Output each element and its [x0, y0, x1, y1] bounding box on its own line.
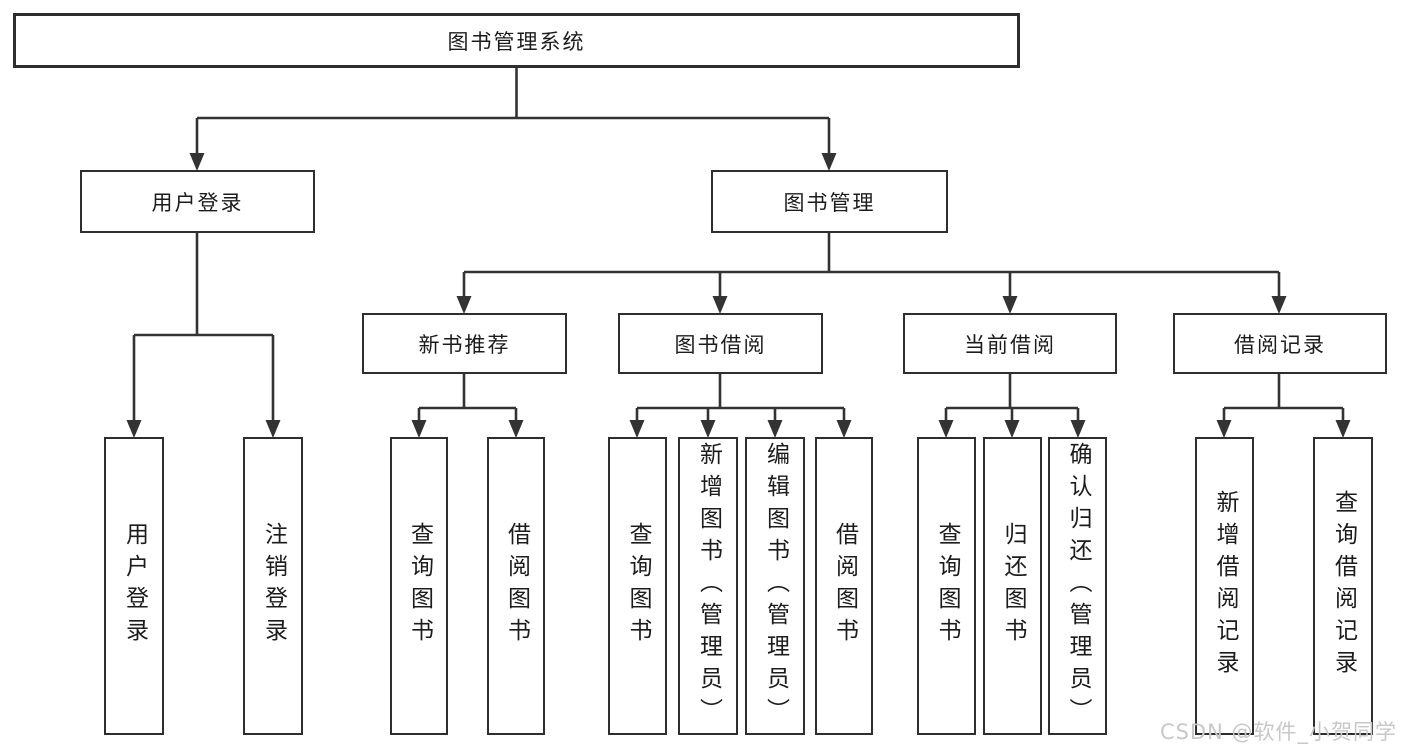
node-current-borrow-label: 当前借阅 [964, 332, 1056, 357]
node-book-borrow-label: 图书借阅 [674, 332, 767, 357]
csdn-watermark: CSDN @软件_小贺同学 [1159, 720, 1397, 744]
leaf-user-login: 用户登录 [104, 437, 164, 735]
leaf-query-books-1: 查询图书 [390, 437, 448, 735]
leaf-borrow-books-1-label: 借阅图书 [503, 522, 530, 650]
leaf-add-borrow-record-label: 新增借阅记录 [1212, 490, 1238, 682]
connector-records-to-leaves [1216, 374, 1351, 438]
connector-login-to-leaves [126, 233, 281, 438]
node-user-login: 用户登录 [80, 170, 315, 233]
node-borrow-records-label: 借阅记录 [1234, 332, 1326, 357]
leaf-query-books-3: 查询图书 [917, 437, 976, 735]
connector-root-to-level2 [189, 68, 837, 171]
leaf-edit-book-admin-label: 编辑图书（管理员） [762, 442, 789, 730]
leaf-confirm-return-admin-label: 确认归还（管理员） [1065, 442, 1091, 730]
leaf-borrow-books-1: 借阅图书 [487, 437, 545, 735]
leaf-add-borrow-record: 新增借阅记录 [1195, 437, 1254, 735]
node-new-book-recommend: 新书推荐 [362, 313, 567, 374]
leaf-query-books-2: 查询图书 [608, 437, 667, 735]
node-root-label: 图书管理系统 [447, 29, 586, 54]
connector-management-to-level3 [456, 233, 1287, 314]
node-book-borrow: 图书借阅 [618, 313, 823, 374]
node-book-management: 图书管理 [711, 170, 948, 233]
leaf-return-book: 归还图书 [983, 437, 1042, 735]
node-new-book-recommend-label: 新书推荐 [418, 332, 511, 357]
leaf-return-book-label: 归还图书 [1000, 522, 1026, 650]
leaf-add-book-admin: 新增图书（管理员） [678, 437, 738, 735]
node-borrow-records: 借阅记录 [1173, 313, 1387, 374]
node-root: 图书管理系统 [13, 13, 1020, 68]
leaf-confirm-return-admin: 确认归还（管理员） [1048, 437, 1107, 735]
leaf-add-book-admin-label: 新增图书（管理员） [695, 442, 722, 730]
node-user-login-label: 用户登录 [151, 190, 244, 215]
leaf-query-borrow-record: 查询借阅记录 [1313, 437, 1373, 735]
connector-newbook-to-leaves [411, 374, 524, 438]
leaf-query-books-2-label: 查询图书 [625, 522, 651, 650]
connector-current-to-leaves [938, 374, 1086, 438]
leaf-query-books-3-label: 查询图书 [934, 522, 960, 650]
leaf-logout: 注销登录 [243, 437, 303, 735]
leaf-edit-book-admin: 编辑图书（管理员） [745, 437, 805, 735]
leaf-borrow-books-2: 借阅图书 [815, 437, 873, 735]
leaf-query-books-1-label: 查询图书 [406, 522, 433, 650]
leaf-borrow-books-2-label: 借阅图书 [831, 522, 858, 650]
leaf-user-login-label: 用户登录 [121, 522, 148, 650]
connector-borrow-to-leaves [629, 374, 852, 438]
leaf-query-borrow-record-label: 查询借阅记录 [1330, 490, 1357, 682]
node-current-borrow: 当前借阅 [903, 313, 1117, 374]
leaf-logout-label: 注销登录 [260, 522, 287, 650]
node-book-management-label: 图书管理 [783, 190, 876, 215]
